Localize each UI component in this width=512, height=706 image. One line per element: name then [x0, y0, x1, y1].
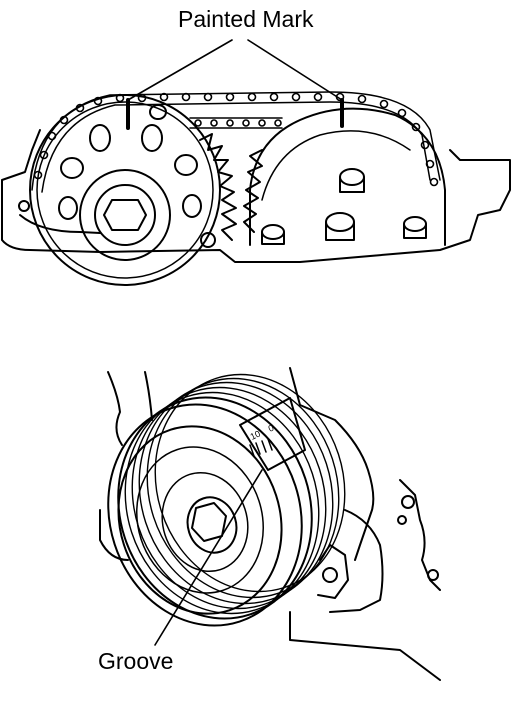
engine-block-edge	[107, 371, 123, 446]
engine-block-edge	[289, 367, 375, 561]
timing-scale-10: 10	[249, 429, 262, 442]
sprocket-bolt	[403, 216, 427, 239]
pulley-face-ring	[136, 446, 264, 594]
sprocket-bolt	[339, 168, 365, 193]
sprocket-bolt	[261, 224, 285, 245]
sprocket-bolt-head	[103, 199, 147, 231]
engine-housing	[1, 129, 511, 263]
engine-block-edge	[399, 479, 441, 591]
pulley-face	[117, 425, 283, 615]
block-bolt	[397, 515, 407, 525]
pulley-outer-rim	[117, 396, 313, 620]
timing-chain	[31, 91, 441, 193]
housing-bolt-hole	[18, 200, 30, 212]
housing-bolt-hole	[200, 232, 216, 248]
sprocket-lightening-holes	[58, 104, 202, 220]
housing-inner-edge	[19, 214, 101, 234]
block-bolt	[322, 567, 338, 583]
chain-link-rollers	[194, 119, 282, 127]
block-bolt	[401, 495, 415, 509]
sprocket-bolt	[325, 212, 355, 241]
groove-leader	[154, 469, 263, 646]
timing-scale-ticks	[249, 438, 273, 457]
right-cam-sprocket	[249, 107, 446, 246]
pulley-hub	[186, 496, 238, 554]
timing-chain-view	[1, 39, 511, 286]
timing-scale-0: 0	[267, 423, 276, 434]
painted-mark-leader	[127, 39, 233, 101]
engine-block-edge	[329, 509, 384, 613]
chain-link-rollers	[33, 92, 439, 187]
block-bolt	[427, 569, 439, 581]
groove-label: Groove	[98, 648, 174, 674]
painted-mark-leader	[247, 39, 343, 101]
idler-gear-teeth	[199, 133, 237, 241]
idler-gear-teeth	[243, 149, 263, 233]
pulley-face-ring	[161, 471, 249, 573]
engine-block-edge	[289, 611, 441, 681]
engine-block-edge	[99, 509, 129, 561]
crank-pulley-view	[99, 367, 441, 681]
pulley-bolt-head	[191, 502, 227, 542]
engine-block-edge	[144, 371, 153, 421]
painted-mark-label: Painted Mark	[178, 6, 314, 32]
timing-pointer-plate	[239, 397, 306, 471]
